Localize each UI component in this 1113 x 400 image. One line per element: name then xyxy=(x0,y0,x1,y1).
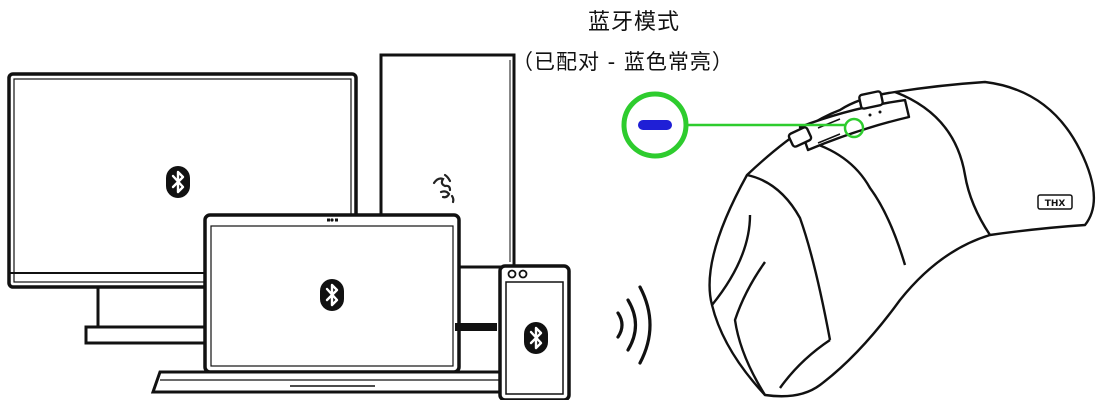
laptop xyxy=(150,213,515,394)
wireless-signal-icon xyxy=(616,285,652,365)
bluetooth-icon xyxy=(166,166,190,198)
razer-logo-icon xyxy=(432,173,455,204)
mobile-device xyxy=(498,264,571,400)
mode-title: 蓝牙模式 xyxy=(588,10,681,35)
mode-status-subtitle: （已配对 - 蓝色常亮） xyxy=(512,50,734,74)
led-indicator-callout xyxy=(621,91,865,159)
bluetooth-icon xyxy=(320,279,344,311)
thx-badge: THX xyxy=(1045,199,1066,209)
led-status-bar xyxy=(638,120,672,130)
bluetooth-icon xyxy=(524,322,548,354)
game-controller: THX xyxy=(708,80,1095,398)
